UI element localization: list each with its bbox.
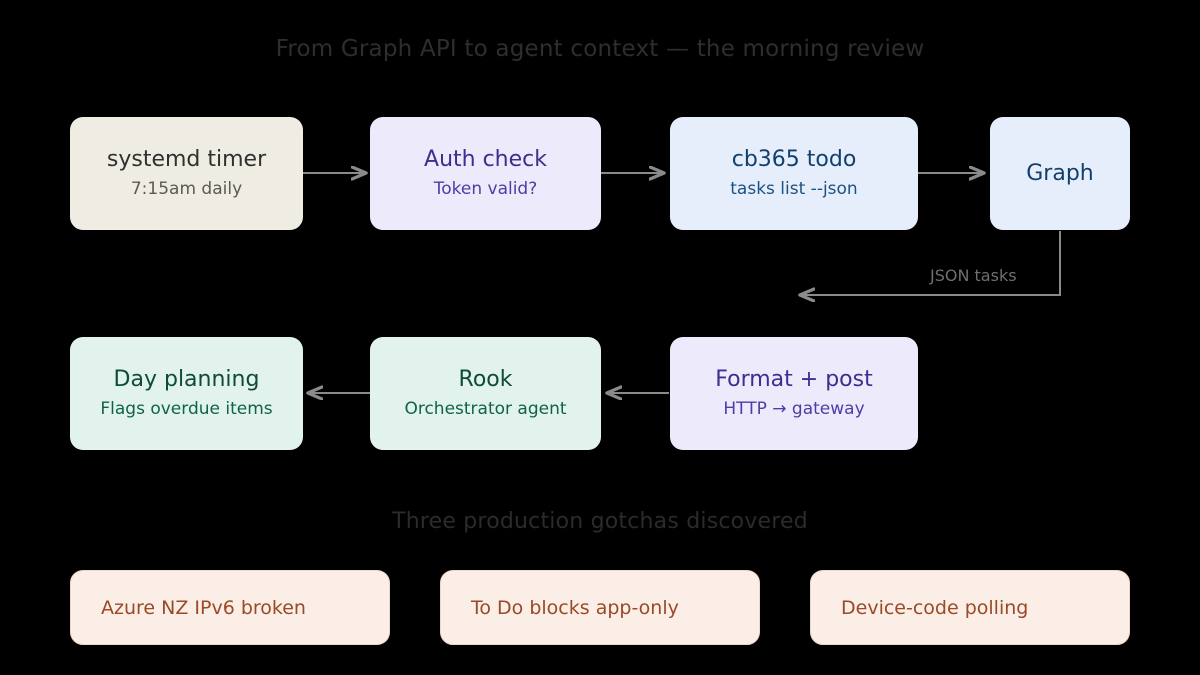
flow-node-title: Rook <box>458 367 513 393</box>
flow-node-subtitle: Orchestrator agent <box>404 399 567 420</box>
flow-node-systemd-timer[interactable]: systemd timer 7:15am daily <box>70 117 303 230</box>
flow-node-title: Day planning <box>113 367 260 393</box>
flow-node-title: Format + post <box>715 367 873 393</box>
gotcha-chip-todo-app-only[interactable]: To Do blocks app-only <box>440 570 760 645</box>
flow-node-cb365-todo[interactable]: cb365 todo tasks list --json <box>670 117 918 230</box>
flow-node-subtitle: 7:15am daily <box>130 179 243 200</box>
flow-node-subtitle: Token valid? <box>433 179 538 200</box>
flow-node-title: systemd timer <box>106 147 267 173</box>
flow-node-title: cb365 todo <box>731 147 857 173</box>
flow-node-subtitle: HTTP → gateway <box>723 399 865 420</box>
flow-node-graph[interactable]: Graph <box>990 117 1130 230</box>
flow-node-title: Graph <box>1026 160 1094 186</box>
flow-node-subtitle: tasks list --json <box>730 179 858 200</box>
flow-node-rook[interactable]: Rook Orchestrator agent <box>370 337 601 450</box>
page-title: From Graph API to agent context — the mo… <box>275 36 925 62</box>
flow-node-format-post[interactable]: Format + post HTTP → gateway <box>670 337 918 450</box>
gotcha-chip-azure-nz-ipv6[interactable]: Azure NZ IPv6 broken <box>70 570 390 645</box>
gotchas-section-heading: Three production gotchas discovered <box>392 509 808 534</box>
flow-node-auth-check[interactable]: Auth check Token valid? <box>370 117 601 230</box>
gotcha-chip-device-code-polling[interactable]: Device-code polling <box>810 570 1130 645</box>
flow-node-day-planning[interactable]: Day planning Flags overdue items <box>70 337 303 450</box>
edge-label-json-tasks: JSON tasks <box>930 266 1017 285</box>
gotcha-chip-label: To Do blocks app-only <box>471 596 679 619</box>
flow-node-title: Auth check <box>424 147 547 173</box>
gotcha-chip-label: Device-code polling <box>841 596 1029 619</box>
flow-node-subtitle: Flags overdue items <box>100 399 273 420</box>
gotcha-chip-label: Azure NZ IPv6 broken <box>101 596 306 619</box>
